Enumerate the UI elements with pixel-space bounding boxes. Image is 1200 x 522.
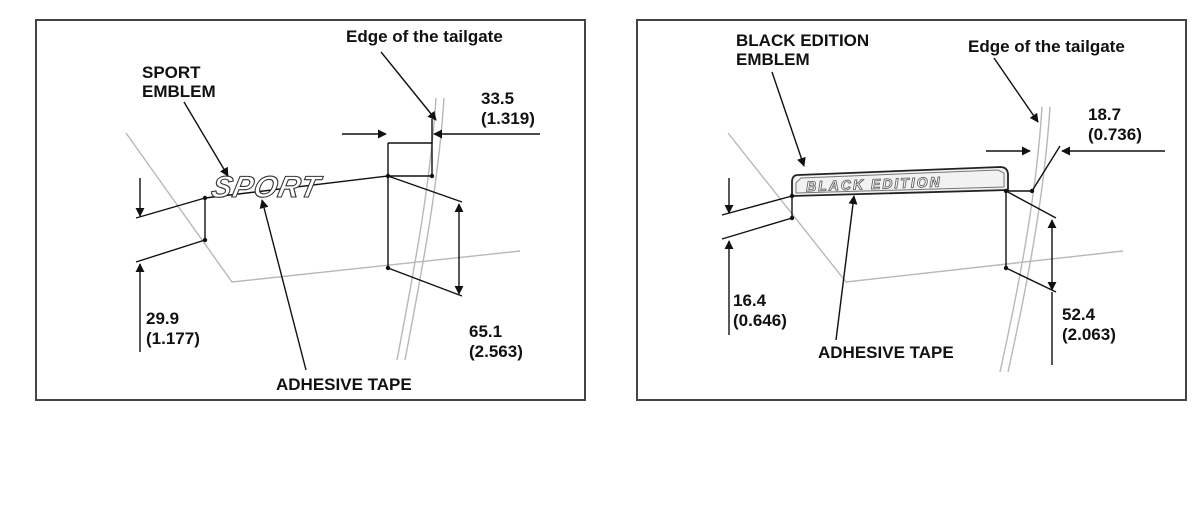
right-dimension-16-4 — [721, 178, 793, 335]
right-tailgate-label: Edge of the tailgate — [968, 37, 1125, 56]
right-tape-leader — [835, 195, 858, 341]
left-dimension-29-9 — [135, 178, 206, 352]
left-horizontal-dimension-value: 33.5 — [481, 89, 514, 108]
right-emblem-label-line2: EMBLEM — [736, 50, 810, 69]
right-left-vertical-dimension-value: 16.4 — [733, 291, 767, 310]
right-panel: BLACK EDITION — [636, 19, 1187, 401]
right-emblem-leader — [771, 71, 806, 167]
right-tailgate-outline — [727, 106, 1124, 373]
right-right-vertical-dimension-inches: (2.063) — [1062, 325, 1116, 344]
left-emblem-leader — [183, 101, 229, 177]
left-emblem-label-line1: SPORT — [142, 63, 201, 82]
left-emblem-outline — [202, 119, 463, 297]
right-horizontal-dimension-inches: (0.736) — [1088, 125, 1142, 144]
sport-emblem-artwork: SPORT — [209, 171, 325, 204]
left-tailgate-leader — [380, 51, 437, 121]
right-horizontal-dimension-value: 18.7 — [1088, 105, 1121, 124]
left-vertical-dimension-value: 29.9 — [146, 309, 179, 328]
right-tailgate-leader — [993, 57, 1039, 123]
right-left-vertical-dimension-inches: (0.646) — [733, 311, 787, 330]
left-emblem-label-line2: EMBLEM — [142, 82, 216, 101]
left-tape-leader — [259, 199, 307, 371]
left-tailgate-label: Edge of the tailgate — [346, 27, 503, 46]
left-horizontal-dimension-inches: (1.319) — [481, 109, 535, 128]
left-panel: SPORT Edge of the tailgate SPORT EMBLEM … — [35, 19, 586, 401]
right-right-vertical-dimension-value: 52.4 — [1062, 305, 1096, 324]
right-panel-frame — [636, 19, 1187, 401]
right-vertical-dimension-inches: (2.563) — [469, 342, 523, 361]
right-tape-label: ADHESIVE TAPE — [818, 343, 954, 362]
left-tape-label: ADHESIVE TAPE — [276, 375, 412, 394]
right-vertical-dimension-value: 65.1 — [469, 322, 502, 341]
black-edition-emblem-plate: BLACK EDITION — [791, 166, 1009, 197]
black-edition-emblem-artwork: BLACK EDITION — [806, 174, 942, 195]
left-panel-frame — [35, 19, 586, 401]
right-emblem-label-line1: BLACK EDITION — [736, 31, 869, 50]
left-vertical-dimension-inches: (1.177) — [146, 329, 200, 348]
